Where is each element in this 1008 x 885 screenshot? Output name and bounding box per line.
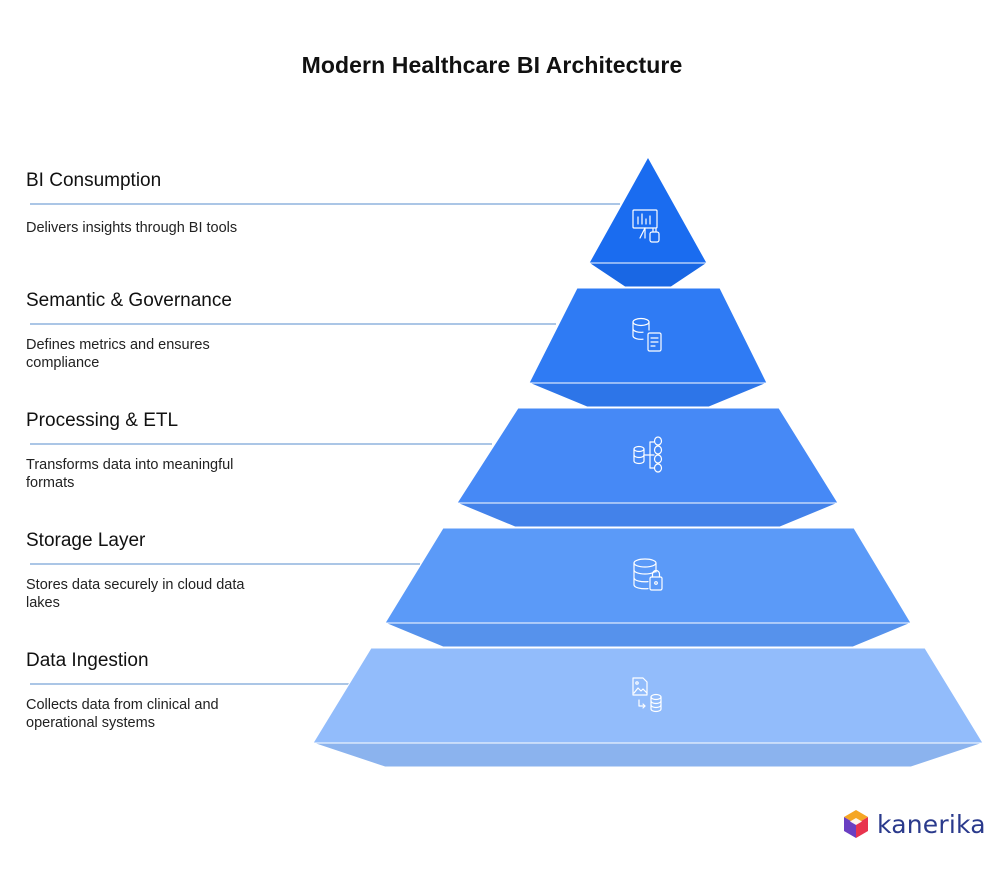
database-document-icon	[632, 317, 662, 352]
layer-title-data-ingestion: Data Ingestion	[26, 650, 149, 671]
dashboard-chart-icon	[632, 209, 660, 243]
layer-title-bi-consumption: BI Consumption	[26, 170, 162, 191]
brand-name: kanerika	[877, 809, 986, 839]
image-to-database-icon	[632, 677, 662, 713]
pyramid-layer-storage	[384, 527, 912, 648]
layer-desc-storage: Stores data securely in cloud data lakes	[26, 577, 245, 611]
page-title: Modern Healthcare BI Architecture	[301, 52, 683, 78]
layer-desc-semantic-governance: Defines metrics and ensures compliance	[26, 337, 210, 371]
pyramid-layer-data-ingestion	[312, 647, 984, 768]
kanerika-logo-icon	[844, 810, 868, 838]
layer-title-storage: Storage Layer	[26, 530, 146, 551]
layer-desc-bi-consumption: Delivers insights through BI tools	[26, 220, 238, 236]
brand-logo: kanerika	[843, 807, 986, 841]
layer-desc-data-ingestion: Collects data from clinical and operatio…	[26, 697, 219, 731]
layer-desc-processing-etl: Transforms data into meaningful formats	[26, 457, 234, 491]
database-flow-icon	[633, 436, 663, 473]
database-lock-icon	[633, 558, 663, 591]
pyramid-layer-bi-consumption	[587, 155, 709, 288]
layer-title-semantic-governance: Semantic & Governance	[26, 290, 232, 311]
pyramid-layer-processing-etl	[456, 407, 839, 528]
layer-title-processing-etl: Processing & ETL	[26, 410, 179, 431]
